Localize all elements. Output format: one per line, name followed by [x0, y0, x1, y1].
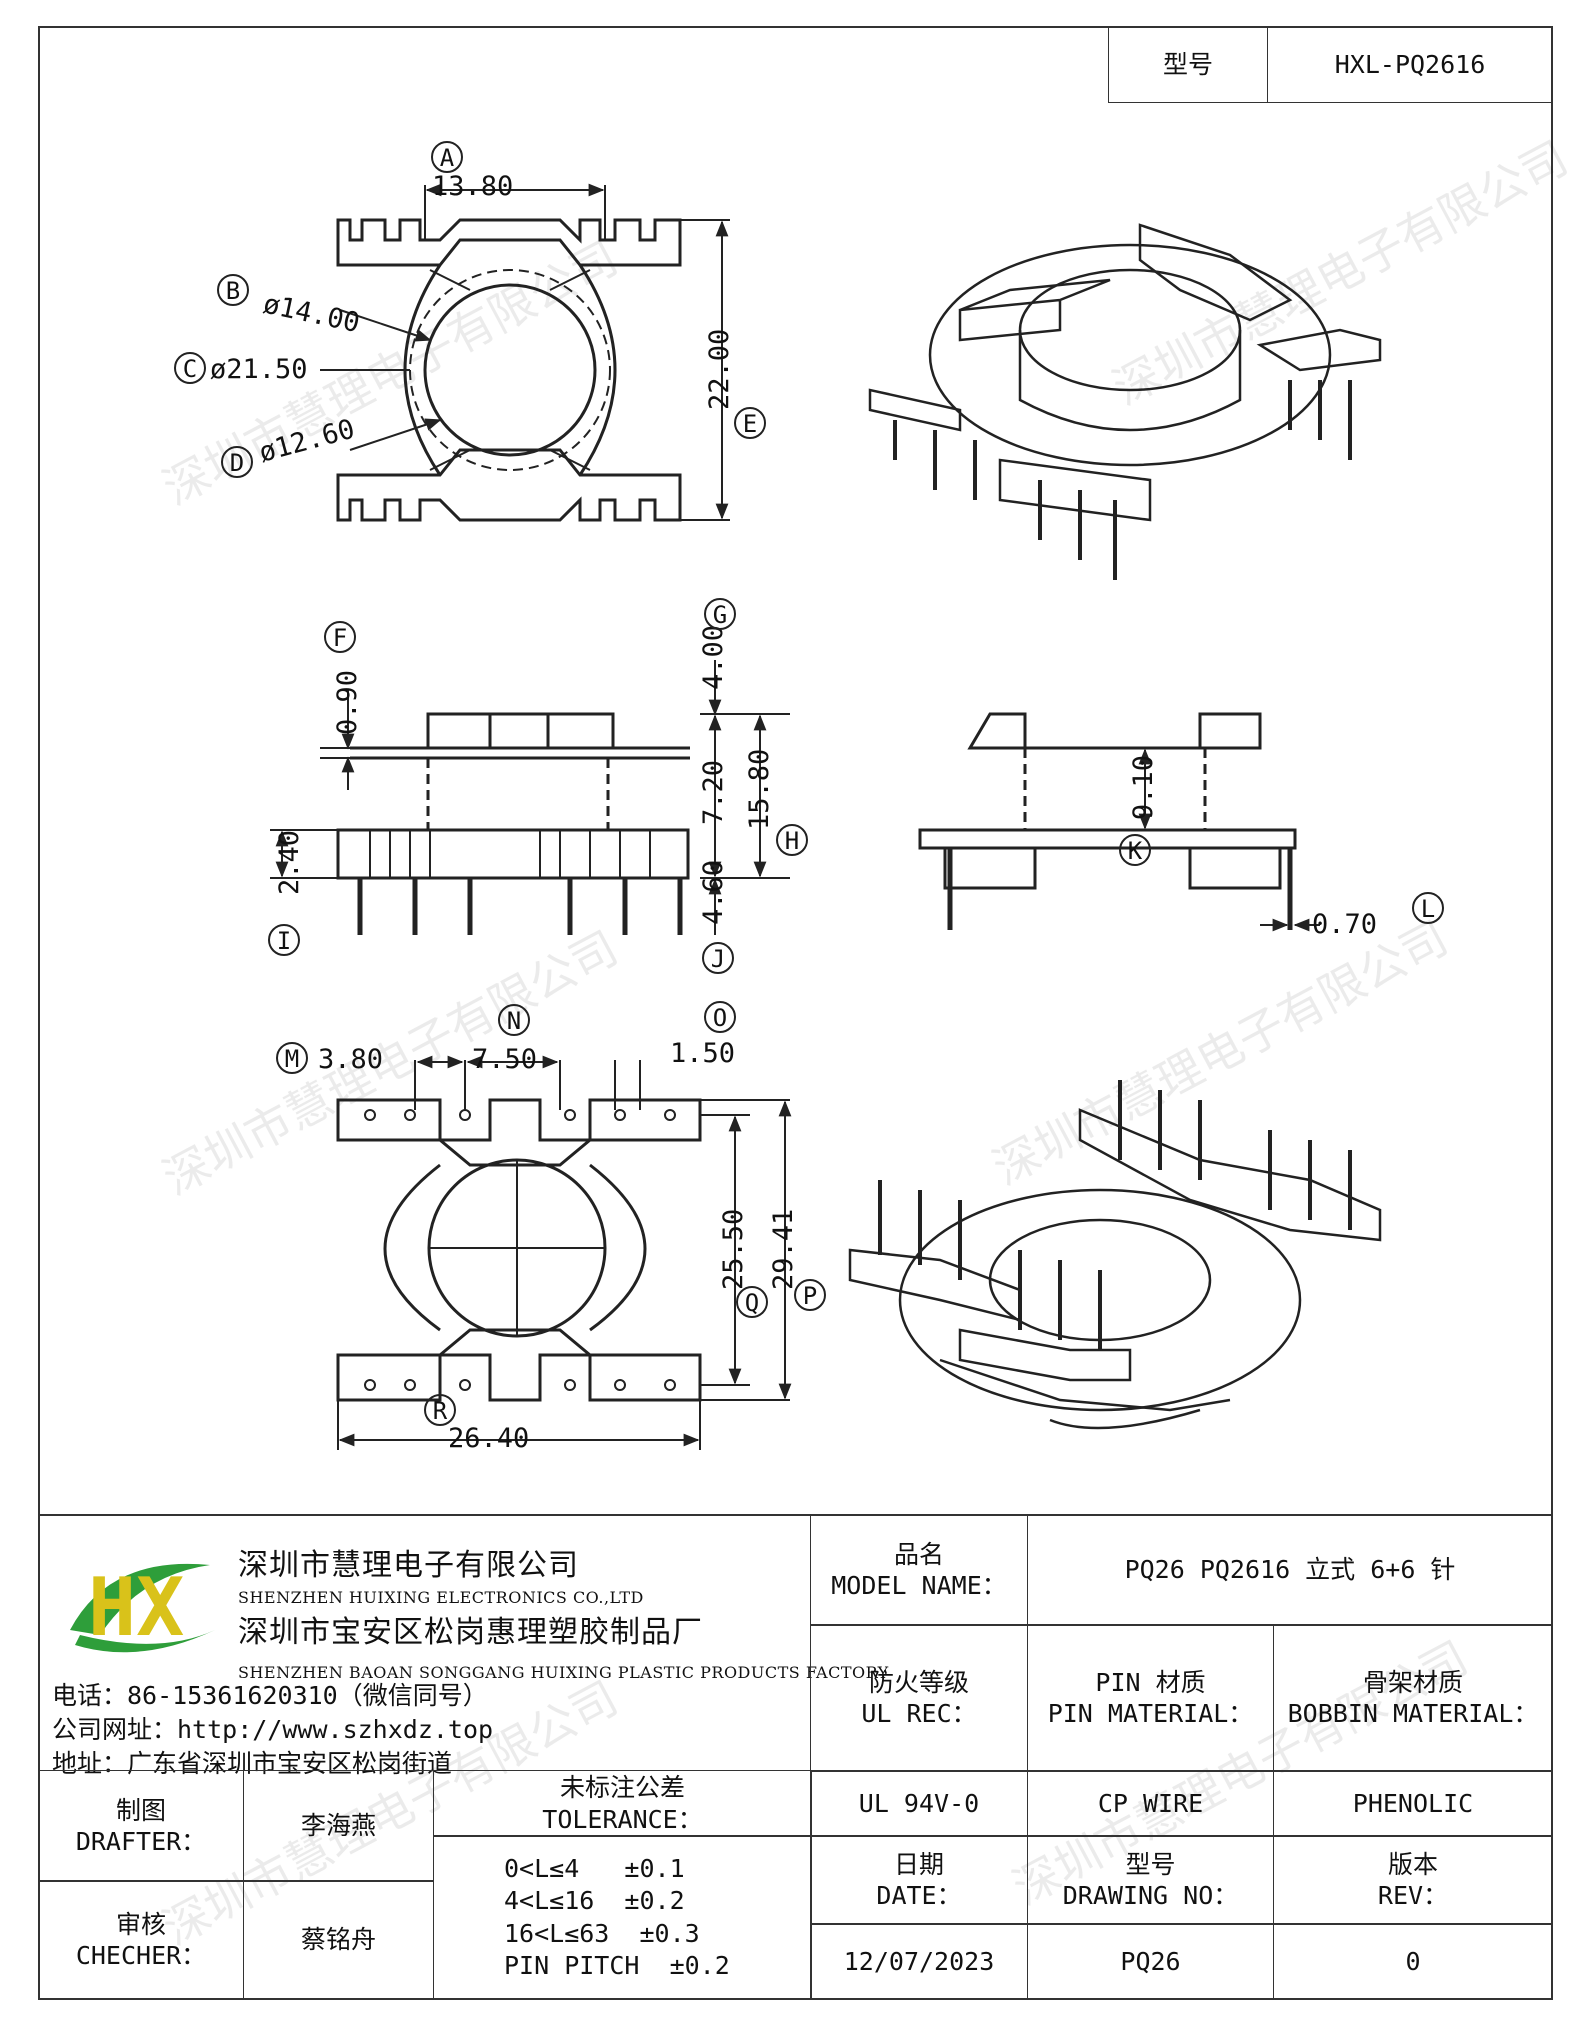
bottom-view	[336, 1098, 702, 1402]
callout-l: L	[1412, 892, 1444, 924]
dim-b: ø14.00	[261, 289, 363, 340]
svg-text:L: L	[1421, 895, 1435, 923]
company-address: 地址：广东省深圳市宝安区松岗街道	[52, 1749, 453, 1778]
callout-f: F	[324, 621, 356, 653]
checker-value: 蔡铭舟	[244, 1880, 434, 2000]
svg-text:F: F	[333, 624, 347, 652]
dim-r: 26.40	[448, 1423, 529, 1454]
svg-text:C: C	[183, 355, 197, 383]
svg-text:E: E	[743, 410, 757, 438]
svg-text:A: A	[440, 144, 455, 172]
company-logo: HX	[70, 1561, 215, 1654]
drawing-no-label: 型号 DRAWING NO：	[1028, 1835, 1274, 1925]
isometric-view-bottom	[848, 1080, 1382, 1430]
bobbin-material-value: PHENOLIC	[1274, 1770, 1553, 1837]
dim-c: ø21.50	[210, 354, 308, 385]
dim-o: 1.50	[670, 1038, 735, 1069]
ul-rec-label: 防火等级 UL REC：	[810, 1624, 1028, 1772]
top-view	[336, 218, 682, 522]
rev-label: 版本 REV：	[1274, 1835, 1553, 1925]
dim-k: 9.10	[1128, 755, 1159, 820]
callout-o: O	[704, 1001, 736, 1033]
callout-g: G	[704, 598, 736, 630]
drafter-value: 李海燕	[244, 1770, 434, 1882]
svg-text:K: K	[1128, 837, 1143, 865]
callout-n: N	[498, 1004, 530, 1036]
drawing-no-value: PQ26	[1028, 1923, 1274, 2000]
dim-f: 0.90	[332, 670, 363, 735]
pin-material-value: CP WIRE	[1028, 1770, 1274, 1837]
callout-b: B	[217, 274, 249, 306]
header-model-value: HXL-PQ2616	[1268, 26, 1553, 103]
callout-m: M	[276, 1042, 308, 1074]
company-name-en: SHENZHEN HUIXING ELECTRONICS CO.,LTD	[238, 1588, 644, 1607]
callout-h: H	[776, 824, 808, 856]
drafter-label: 制图 DRAFTER：	[38, 1770, 244, 1882]
factory-name-en: SHENZHEN BAOAN SONGGANG HUIXING PLASTIC …	[238, 1663, 889, 1682]
dim-q: 25.50	[718, 1209, 749, 1290]
svg-text:G: G	[713, 601, 727, 629]
dim-g: 4.00	[698, 625, 729, 690]
company-name-cn: 深圳市慧理电子有限公司	[238, 1548, 579, 1583]
date-value: 12/07/2023	[810, 1923, 1028, 2000]
callout-j: J	[702, 942, 734, 974]
callout-a: A	[431, 141, 463, 173]
ul-rec-value: UL 94V-0	[810, 1770, 1028, 1837]
dim-n: 7.50	[472, 1044, 537, 1075]
dim-h: 15.80	[744, 749, 775, 830]
factory-name-cn: 深圳市宝安区松岗惠理塑胶制品厂	[238, 1615, 703, 1650]
rev-value: 0	[1274, 1923, 1553, 2000]
svg-text:HX: HX	[88, 1561, 184, 1654]
callout-e: E	[734, 407, 766, 439]
svg-text:B: B	[226, 277, 240, 305]
dim-e: 22.00	[704, 329, 735, 410]
callout-r: R	[424, 1394, 456, 1426]
callout-k: K	[1119, 834, 1151, 866]
front-view	[918, 712, 1297, 930]
dim-h2: 7.20	[698, 760, 729, 825]
checker-label: 审核 CHECHER：	[38, 1880, 244, 2000]
dim-j: 4.60	[698, 860, 729, 925]
company-info: 深圳市慧理电子有限公司 SHENZHEN HUIXING ELECTRONICS…	[238, 1540, 889, 1682]
dim-m: 3.80	[318, 1044, 383, 1075]
svg-text:O: O	[713, 1004, 727, 1032]
dim-l: 0.70	[1312, 909, 1377, 940]
svg-text:N: N	[507, 1007, 521, 1035]
tolerance-label: 未标注公差 TOLERANCE：	[434, 1770, 812, 1837]
bobbin-material-label: 骨架材质 BOBBIN MATERIAL：	[1274, 1624, 1553, 1772]
company-website: 公司网址：http://www.szhxdz.top	[52, 1715, 494, 1744]
date-label: 日期 DATE：	[810, 1835, 1028, 1925]
callout-q: Q	[736, 1286, 768, 1318]
svg-text:R: R	[433, 1397, 448, 1425]
company-phone: 电话：86-15361620310（微信同号）	[52, 1681, 488, 1710]
callout-d: D	[221, 446, 253, 478]
header-model-label: 型号	[1108, 26, 1268, 103]
model-name-value: PQ26 PQ2616 立式 6+6 针	[1028, 1514, 1553, 1626]
tolerance-values: 0<L≤4 ±0.1 4<L≤16 ±0.2 16<L≤63 ±0.3 PIN …	[434, 1835, 812, 2000]
dim-a: 13.80	[432, 171, 513, 202]
side-view	[336, 712, 690, 935]
technical-drawing: 13.80 ø14.00 ø21.50 ø12.60 22.00 0.90 4.…	[174, 141, 1444, 1454]
dim-i: 2.40	[274, 830, 305, 895]
dim-d: ø12.60	[256, 414, 358, 469]
title-block-divider	[38, 1514, 1553, 1516]
dim-p: 29.41	[768, 1209, 799, 1290]
model-name-label: 品名 MODEL NAME：	[810, 1514, 1028, 1626]
isometric-view-top	[868, 223, 1382, 580]
svg-text:J: J	[711, 945, 725, 973]
svg-text:P: P	[803, 1282, 817, 1310]
svg-text:H: H	[785, 827, 799, 855]
pin-material-label: PIN 材质 PIN MATERIAL：	[1028, 1624, 1274, 1772]
callout-p: P	[794, 1279, 826, 1311]
svg-text:Q: Q	[745, 1289, 759, 1317]
svg-text:M: M	[285, 1045, 299, 1073]
callout-i: I	[268, 924, 300, 956]
svg-text:I: I	[277, 927, 291, 955]
callout-c: C	[174, 352, 206, 384]
svg-text:D: D	[230, 449, 244, 477]
